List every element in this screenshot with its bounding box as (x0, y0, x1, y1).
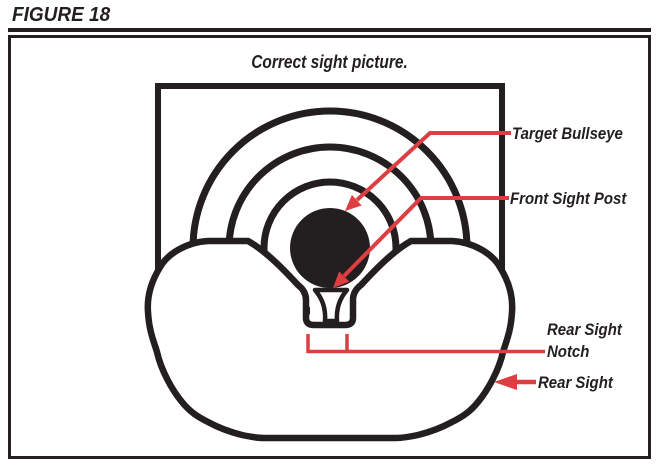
rear-sight-notch-label-line1: Rear Sight (547, 320, 622, 339)
rear-sight-notch-label-line2: Notch (547, 342, 590, 361)
target-bullseye-label: Target Bullseye (512, 124, 623, 143)
front-sight-post (312, 287, 350, 324)
figure-caption: Correct sight picture. (251, 52, 408, 72)
figure-title: FIGURE 18 (12, 4, 111, 26)
front-sight-post-arrowhead-icon (333, 271, 350, 288)
rear-sight-notch-label: Rear Sight Notch (547, 319, 622, 363)
rear-sight-notch-bracket (306, 334, 545, 354)
rear-sight-label: Rear Sight (538, 373, 613, 392)
front-sight-post-label: Front Sight Post (510, 189, 627, 208)
rear-sight-arrowhead-icon (494, 374, 517, 390)
target-bullseye (290, 208, 370, 288)
target-bullseye-arrowhead-icon (345, 194, 362, 211)
front-sight-post-leader-line (342, 196, 509, 278)
target-bullseye-leader-line (355, 131, 511, 202)
title-rule (8, 28, 651, 32)
notch-light-bar-right (338, 298, 352, 320)
rear-sight-body (144, 237, 516, 442)
